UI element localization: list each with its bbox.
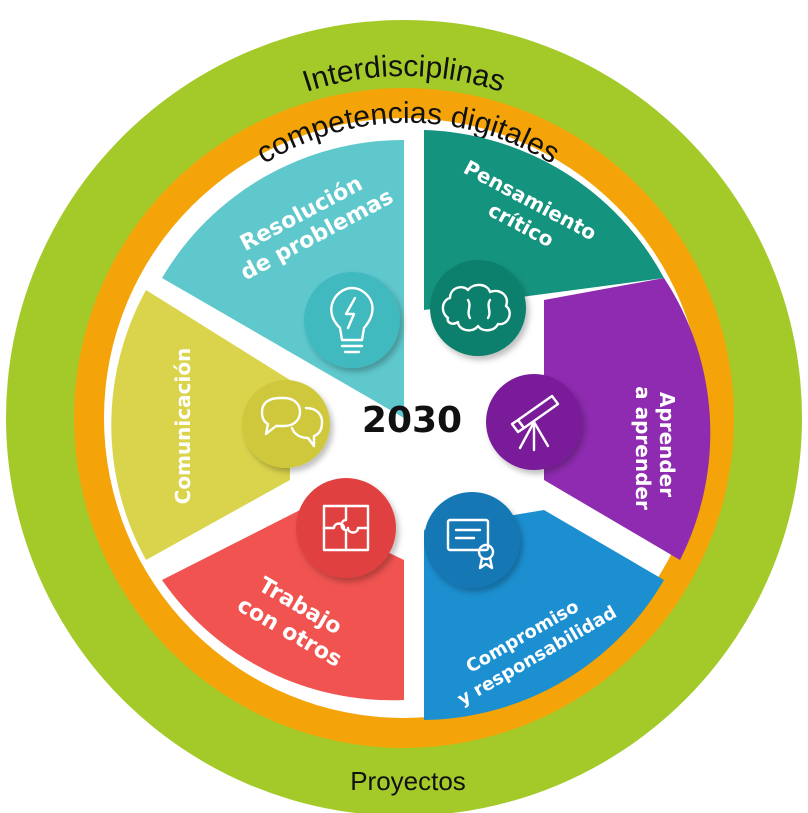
certificate-disc: [424, 492, 520, 588]
segment-comunicacion: [111, 290, 290, 560]
lightbulb-icon: [330, 286, 374, 354]
segment-label-comunicacion: Comunicación: [171, 348, 195, 505]
brain-disc: [430, 260, 526, 356]
telescope-icon: [510, 394, 560, 452]
chat-bubbles-icon: [260, 396, 324, 448]
certificate-icon: [446, 518, 495, 570]
outer-ring-bottom-label: Proyectos: [350, 766, 466, 796]
svg-text:Aprender a aprender: Aprender a aprender: [631, 386, 679, 510]
svg-text:Comunicación: Comunicación: [171, 348, 195, 505]
puzzle-icon: [322, 504, 370, 552]
puzzle-disc: [296, 478, 396, 578]
segment-aprender: [544, 278, 711, 560]
chat-disc: [242, 380, 330, 468]
segment-label-aprender-line1: Aprender: [655, 392, 679, 497]
brain-icon: [441, 283, 511, 332]
center-label: 2030: [362, 400, 462, 441]
lightbulb-disc: [304, 272, 400, 368]
segment-label-aprender-line2: a aprender: [631, 386, 655, 510]
telescope-disc: [486, 374, 582, 470]
